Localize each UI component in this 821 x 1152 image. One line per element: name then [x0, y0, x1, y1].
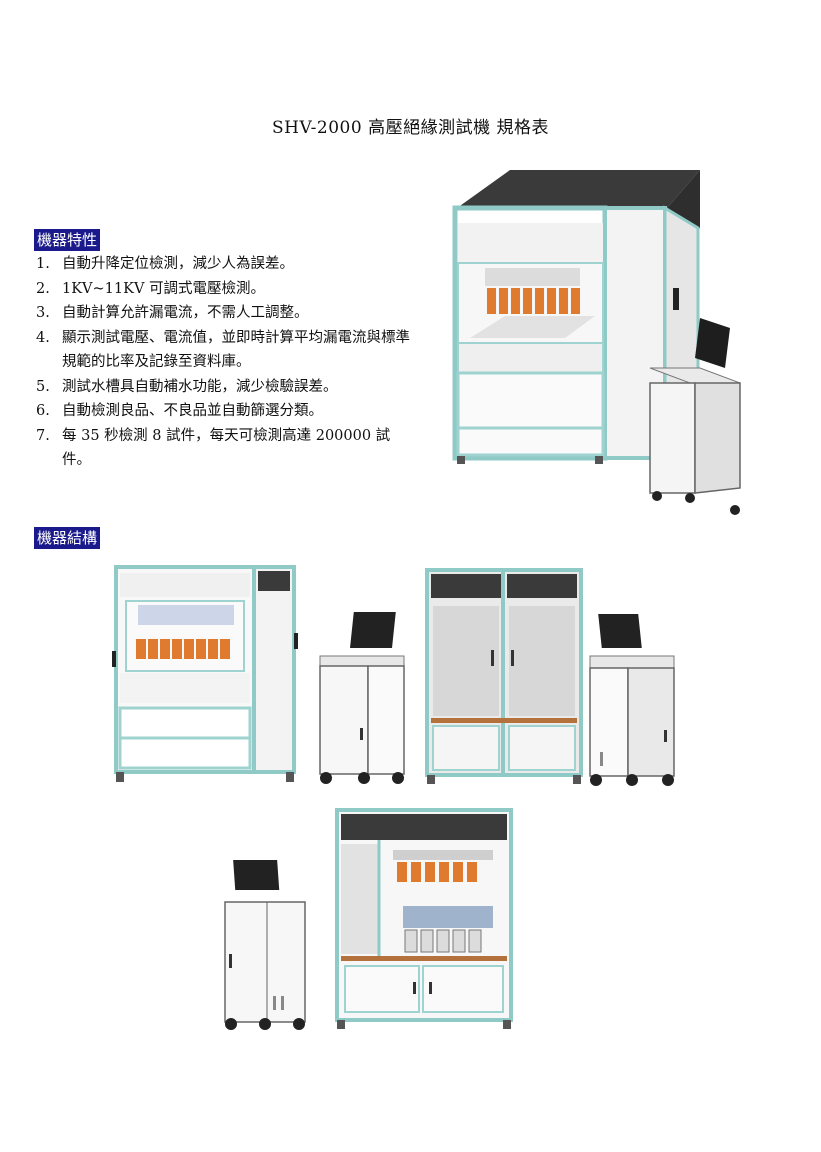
feature-item: 3.自動計算允許漏電流，不需人工調整。 — [36, 305, 309, 321]
console-cart-front-image — [221, 858, 309, 1033]
feature-item: 2.1KV~11KV 可調式電壓檢測。 — [36, 280, 266, 297]
feature-item: 4.顯示測試電壓、電流值，並即時計算平均漏電流與標準規範的比率及記錄至資料庫。 — [36, 329, 410, 371]
feature-item: 1.自動升降定位檢測，減少人為誤差。 — [36, 256, 294, 272]
machine-open-side-image — [333, 806, 515, 1030]
machine-closed-view-image — [423, 566, 585, 786]
feature-item: 7.每 35 秒檢測 8 試件，每天可檢測高達 200000 試件。 — [36, 427, 391, 469]
structure-heading: 機器結構 — [34, 527, 101, 549]
feature-item: 5.測試水槽具自動補水功能，減少檢驗誤差。 — [36, 378, 338, 395]
machine-isometric-image — [445, 168, 745, 518]
console-cart-rear-image — [586, 612, 678, 790]
machine-front-view-image — [112, 563, 298, 785]
features-list: 1.自動升降定位檢測，減少人為誤差。 2.1KV~11KV 可調式電壓檢測。 3… — [36, 252, 416, 473]
feature-item: 6.自動檢測良品、不良品並自動篩選分類。 — [36, 403, 323, 419]
page-title: SHV-2000 高壓絕緣測試機 規格表 — [271, 118, 549, 138]
features-heading: 機器特性 — [34, 229, 101, 251]
console-cart-side-image — [316, 610, 406, 788]
